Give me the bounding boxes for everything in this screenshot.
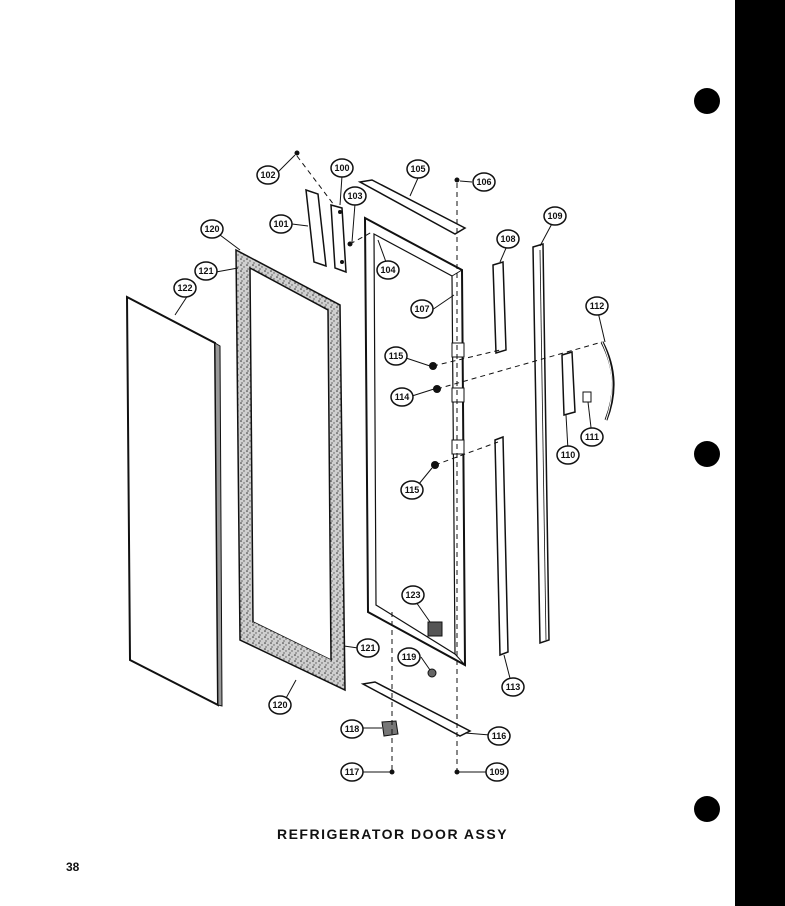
callout-label: 115 <box>389 351 404 361</box>
side-strip-lower <box>494 435 509 657</box>
callout-label: 109 <box>489 767 504 777</box>
callout-2: 105 <box>406 159 430 179</box>
callout-label: 112 <box>590 301 605 311</box>
callout-label: 118 <box>345 724 360 734</box>
callout-11: 108 <box>496 229 520 249</box>
callout-label: 122 <box>177 283 192 293</box>
callout-10: 107 <box>410 299 434 319</box>
callout-label: 101 <box>273 219 288 229</box>
punch-hole-bottom <box>694 796 720 822</box>
fasteners <box>294 150 460 775</box>
door-handle <box>600 341 615 421</box>
callout-16: 110 <box>556 445 580 465</box>
hinge-bracket-right <box>330 204 347 274</box>
callout-label: 109 <box>547 211 562 221</box>
callout-label: 108 <box>500 234 515 244</box>
callout-label: 106 <box>476 177 491 187</box>
callout-14: 115 <box>384 346 408 366</box>
callout-label: 102 <box>260 170 275 180</box>
callout-label: 113 <box>506 682 521 692</box>
callout-15: 114 <box>390 387 414 407</box>
callout-label: 104 <box>380 265 395 275</box>
callout-label: 110 <box>561 450 576 460</box>
callout-19: 123 <box>401 585 425 605</box>
binder-edge <box>735 0 785 906</box>
callout-label: 111 <box>585 432 599 442</box>
door-liner-frame <box>363 216 467 667</box>
callout-label: 120 <box>204 224 219 234</box>
callout-27: 109 <box>485 762 509 782</box>
outer-door-panel <box>125 295 223 707</box>
callout-4: 101 <box>269 214 293 234</box>
top-cap-strip <box>357 179 467 235</box>
callout-label: 114 <box>395 392 410 402</box>
callout-label: 123 <box>405 590 420 600</box>
callout-label: 121 <box>198 266 213 276</box>
callout-label: 119 <box>402 652 417 662</box>
callout-0: 102 <box>256 165 280 185</box>
callout-18: 115 <box>400 480 424 500</box>
callout-17: 111 <box>580 427 604 447</box>
part-callouts: 102 100 105 106 101 103 104 120 121 122 … <box>173 158 609 782</box>
handle-bracket <box>561 351 576 416</box>
callout-1: 100 <box>330 158 354 178</box>
callout-label: 116 <box>492 731 507 741</box>
door-gasket-frame <box>235 248 346 692</box>
handle-tab <box>582 391 592 403</box>
callout-7: 120 <box>200 219 224 239</box>
callout-23: 120 <box>268 695 292 715</box>
callout-label: 105 <box>410 164 425 174</box>
callout-9: 122 <box>173 278 197 298</box>
bottom-bracket <box>381 720 399 737</box>
bottom-cap-strip <box>360 681 472 737</box>
callout-5: 103 <box>343 186 367 206</box>
callout-20: 121 <box>356 638 380 658</box>
page-number: 38 <box>66 860 80 874</box>
callout-6: 104 <box>376 260 400 280</box>
callout-22: 113 <box>501 677 525 697</box>
punch-hole-top <box>694 88 720 114</box>
callout-label: 103 <box>347 191 362 201</box>
callout-label: 120 <box>272 700 287 710</box>
callout-3: 106 <box>472 172 496 192</box>
callout-label: 107 <box>414 304 429 314</box>
callout-label: 115 <box>405 485 420 495</box>
callout-label: 117 <box>345 767 360 777</box>
callout-label: 100 <box>334 163 349 173</box>
diagram-caption: REFRIGERATOR DOOR ASSY <box>276 826 509 842</box>
side-strip-upper <box>492 261 507 354</box>
callout-21: 119 <box>397 647 421 667</box>
callout-26: 117 <box>340 762 364 782</box>
hinge-bracket-left <box>305 188 327 268</box>
callout-8: 121 <box>194 261 218 281</box>
alignment-lines <box>296 155 603 770</box>
callout-24: 118 <box>340 719 364 739</box>
handle-rail <box>532 242 550 645</box>
callout-25: 116 <box>487 726 511 746</box>
callout-12: 109 <box>543 206 567 226</box>
callout-13: 112 <box>585 296 609 316</box>
callout-label: 121 <box>360 643 375 653</box>
punch-hole-middle <box>694 441 720 467</box>
